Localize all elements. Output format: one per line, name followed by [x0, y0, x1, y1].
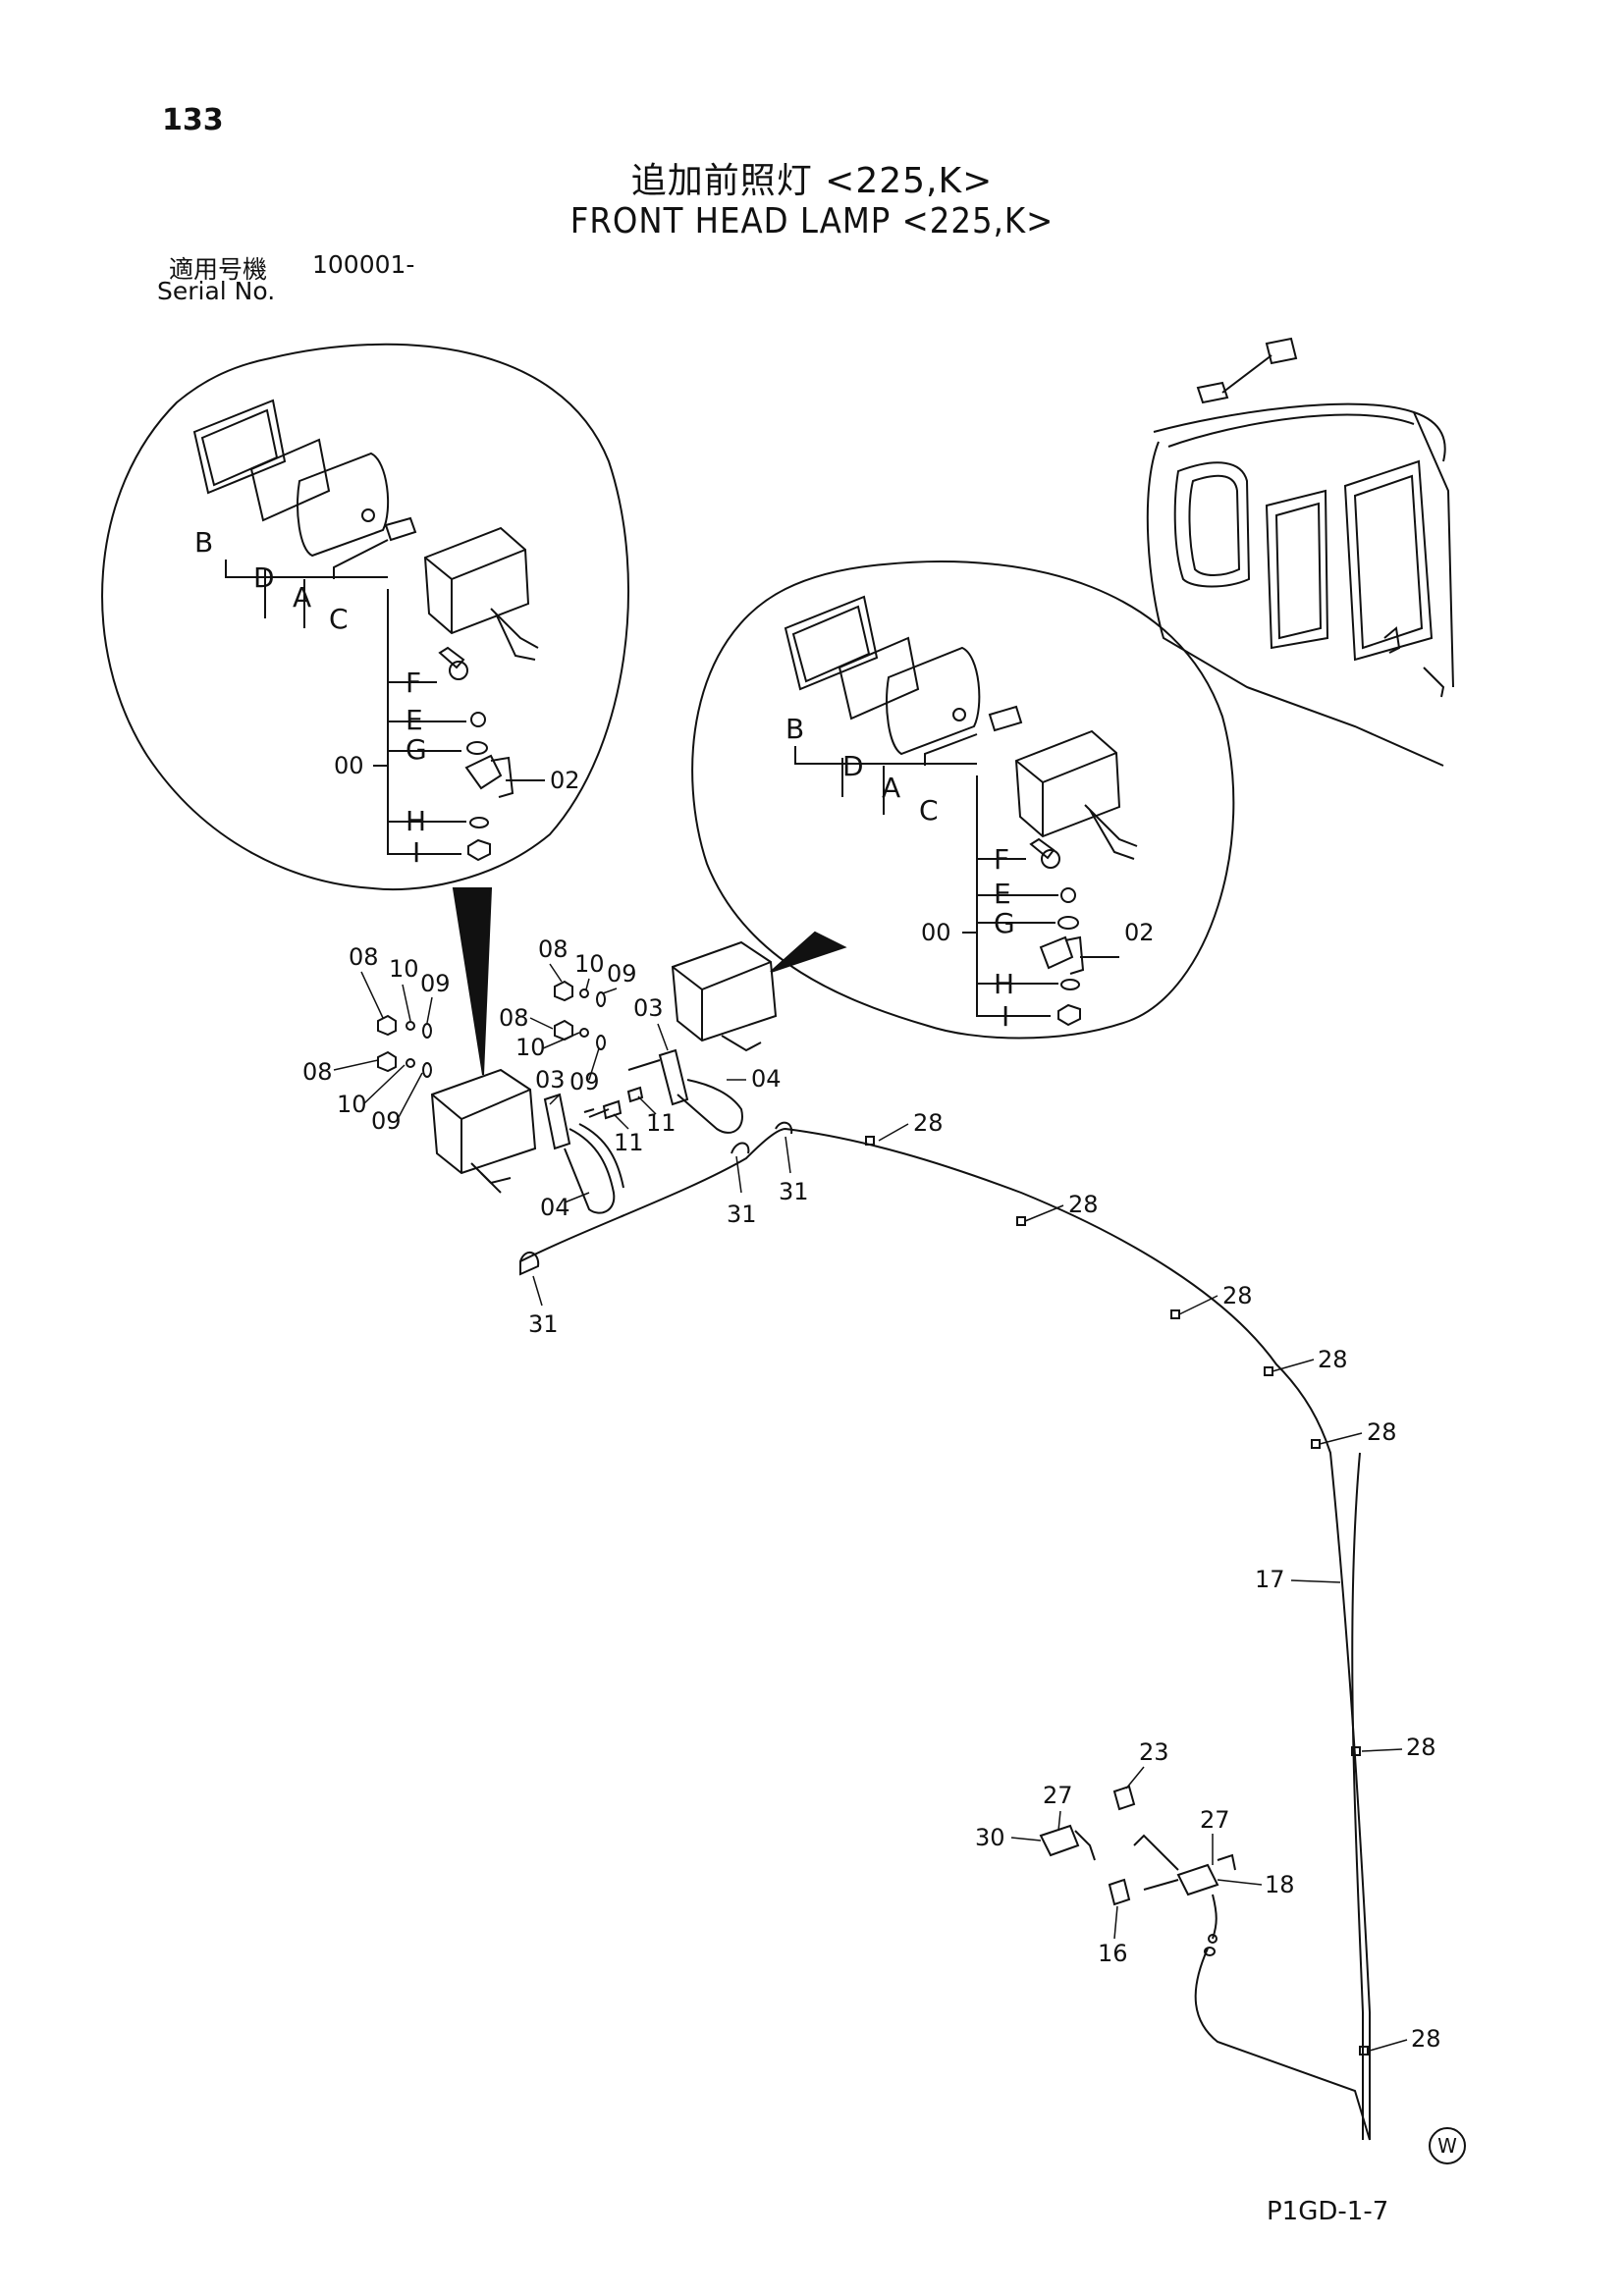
- callout-18: 18: [1265, 1871, 1295, 1898]
- left-label-g: G: [406, 733, 427, 766]
- serial-value: 100001-: [312, 250, 415, 279]
- callout-31: 31: [528, 1310, 559, 1338]
- left-label-i: I: [412, 836, 420, 869]
- title-japanese: 追加前照灯 <225,K>: [630, 161, 994, 201]
- detail-bubble-right: [691, 561, 1235, 1040]
- page-number: 133: [162, 103, 224, 137]
- footer-code: P1GD-1-7: [1267, 2197, 1389, 2226]
- watermark-w-seal: W: [1429, 2127, 1466, 2164]
- callout-08: 08: [349, 943, 379, 971]
- title-english: FRONT HEAD LAMP <225,K>: [569, 201, 1055, 241]
- callout-09: 09: [607, 960, 637, 988]
- left-label-c: C: [329, 603, 349, 635]
- left-label-a: A: [293, 581, 311, 614]
- callout-28: 28: [1222, 1282, 1253, 1309]
- callout-28: 28: [1068, 1191, 1099, 1218]
- right-label-b: B: [785, 713, 804, 745]
- callout-28: 28: [1367, 1418, 1397, 1446]
- callout-28: 28: [1406, 1734, 1436, 1761]
- hardware-cluster-left: [377, 1014, 432, 1078]
- callout-09: 09: [569, 1068, 600, 1095]
- serial-label-english: Serial No.: [157, 277, 276, 305]
- callout-11: 11: [646, 1109, 677, 1137]
- callout-09: 09: [420, 970, 451, 997]
- callout-28: 28: [1411, 2025, 1441, 2053]
- right-label-a: A: [882, 772, 900, 804]
- callout-30: 30: [975, 1824, 1005, 1851]
- callout-10: 10: [574, 950, 605, 978]
- callout-10: 10: [515, 1034, 546, 1061]
- right-label-assembly: 00: [921, 919, 951, 946]
- left-label-d: D: [253, 561, 275, 594]
- right-label-h: H: [994, 968, 1014, 1000]
- left-label-bracket: 02: [550, 767, 580, 794]
- callout-09: 09: [371, 1107, 402, 1135]
- callout-16: 16: [1098, 1940, 1128, 1967]
- callout-03: 03: [535, 1066, 566, 1094]
- callout-08: 08: [499, 1004, 529, 1032]
- right-label-g: G: [994, 907, 1015, 939]
- callout-11: 11: [614, 1129, 644, 1156]
- right-label-f: F: [994, 843, 1009, 876]
- callout-27: 27: [1043, 1782, 1073, 1809]
- callout-31: 31: [727, 1201, 757, 1228]
- detail-bubble-left: [101, 343, 629, 891]
- callout-27: 27: [1200, 1806, 1230, 1834]
- right-label-c: C: [919, 794, 939, 827]
- cab-outline: [1146, 337, 1454, 767]
- callout-17: 17: [1255, 1566, 1285, 1593]
- hardware-cluster-right: [554, 980, 606, 1050]
- left-label-b: B: [194, 526, 213, 559]
- callout-23: 23: [1139, 1738, 1169, 1766]
- callout-31: 31: [779, 1178, 809, 1205]
- right-label-i: I: [1001, 1000, 1009, 1033]
- serial-label-japanese: 適用号機: [169, 255, 268, 284]
- callout-10: 10: [389, 955, 419, 983]
- callout-04: 04: [751, 1065, 782, 1093]
- right-label-bracket: 02: [1124, 919, 1155, 946]
- callout-08: 08: [302, 1058, 333, 1086]
- wire-harness: [519, 1127, 1371, 2140]
- left-label-assembly: 00: [334, 752, 364, 779]
- right-label-e: E: [994, 878, 1011, 910]
- callout-10: 10: [337, 1091, 367, 1118]
- left-label-e: E: [406, 704, 423, 736]
- callout-04: 04: [540, 1194, 570, 1221]
- leader-wedge-left: [452, 887, 493, 1076]
- leader-wedge-right: [770, 931, 847, 973]
- callout-28: 28: [1318, 1346, 1348, 1373]
- right-label-d: D: [842, 750, 864, 782]
- callout-28: 28: [913, 1109, 944, 1137]
- left-label-h: H: [406, 805, 426, 837]
- callout-03: 03: [633, 994, 664, 1022]
- left-label-f: F: [406, 667, 421, 699]
- callout-08: 08: [538, 935, 568, 963]
